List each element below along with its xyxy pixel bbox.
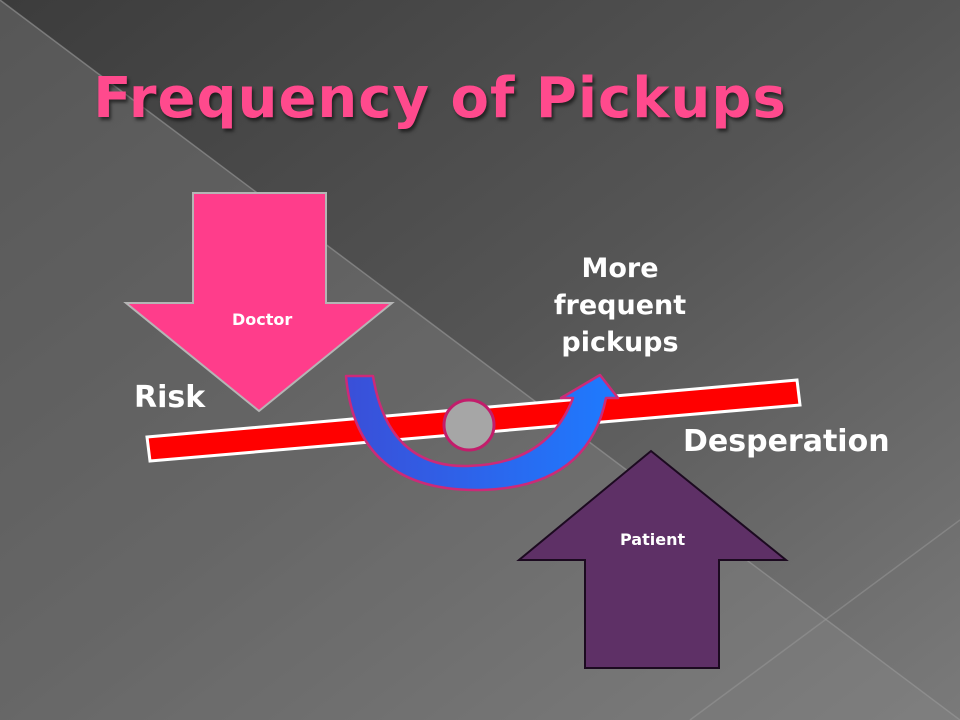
fulcrum-circle [442,398,496,452]
risk-label: Risk [134,380,206,415]
patient-arrow [516,449,789,669]
patient-label: Patient [620,530,686,549]
desperation-label: Desperation [683,424,890,459]
background-corner-line [689,519,960,720]
slide-title: Frequency of Pickups [93,66,787,131]
doctor-label: Doctor [232,310,293,329]
more-frequent-pickups-label: More frequent pickups [553,253,687,358]
curved-arrow [344,373,620,492]
doctor-arrow [123,192,395,413]
